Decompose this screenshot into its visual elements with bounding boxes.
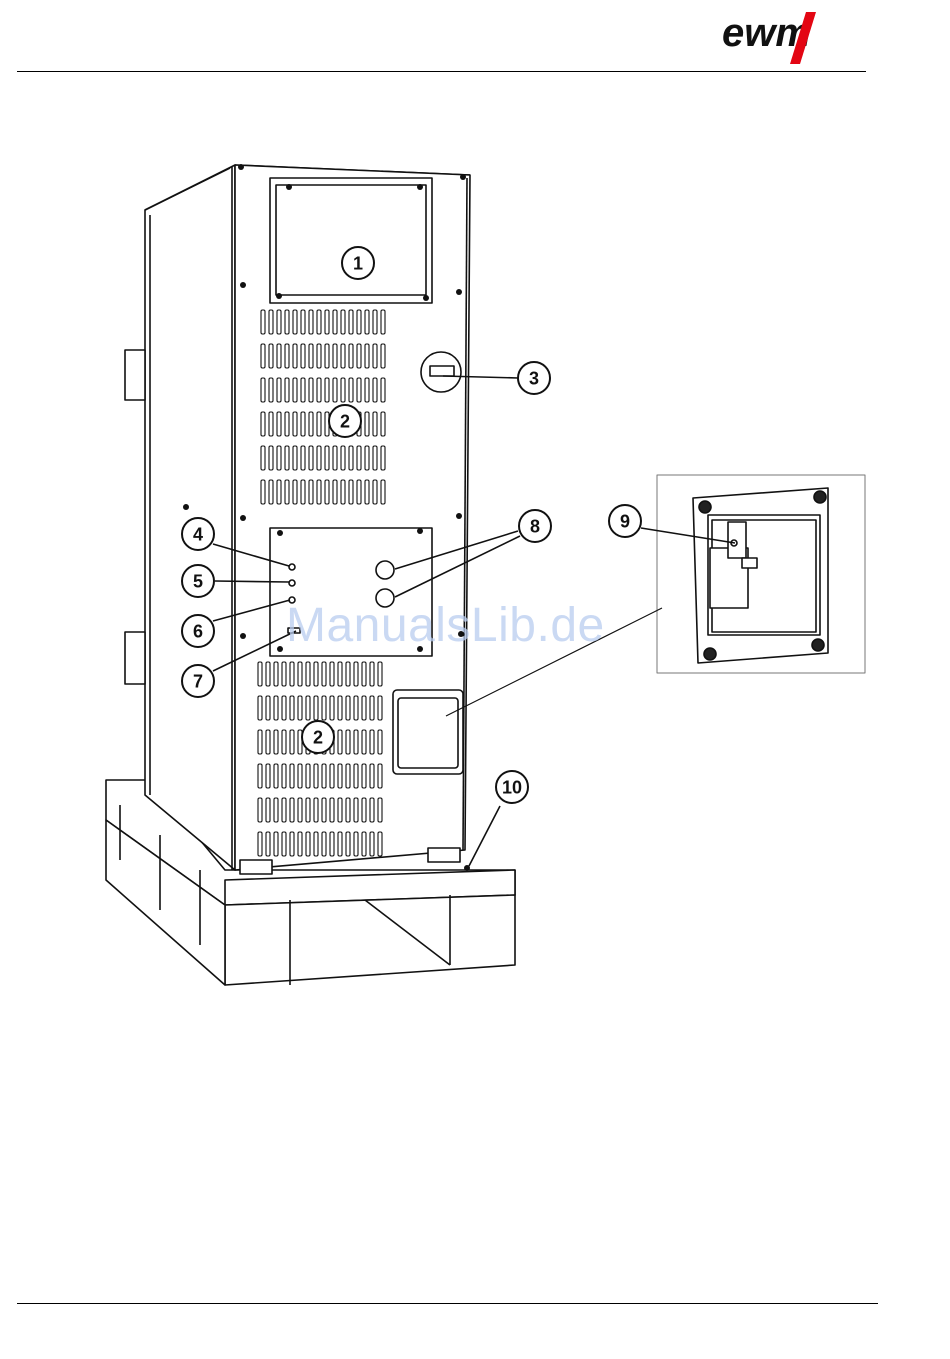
callout-1-label: 1 (353, 254, 363, 274)
footer-rule (17, 1303, 878, 1304)
callout-3-label: 3 (529, 369, 539, 389)
callout-2-lower-label: 2 (313, 728, 323, 748)
callout-10: 10 (496, 771, 528, 803)
callout-7: 7 (182, 665, 214, 697)
inset-detail (657, 475, 865, 673)
callout-10-label: 10 (502, 778, 522, 798)
callout-2-upper-label: 2 (340, 412, 350, 432)
callout-2-lower: 2 (302, 721, 334, 753)
callout-3: 3 (518, 362, 550, 394)
callout-4: 4 (182, 518, 214, 550)
callout-6-label: 6 (193, 622, 203, 642)
callout-6: 6 (182, 615, 214, 647)
callout-8: 8 (519, 510, 551, 542)
callout-5-label: 5 (193, 572, 203, 592)
callout-2-upper: 2 (329, 405, 361, 437)
callout-8-label: 8 (530, 517, 540, 537)
callout-9-label: 9 (620, 512, 630, 532)
callout-9: 9 (609, 505, 641, 537)
callout-7-label: 7 (193, 672, 203, 692)
callout-4-label: 4 (193, 525, 203, 545)
callout-5: 5 (182, 565, 214, 597)
callout-1: 1 (342, 247, 374, 279)
watermark: ManualsLib.de (286, 598, 605, 653)
